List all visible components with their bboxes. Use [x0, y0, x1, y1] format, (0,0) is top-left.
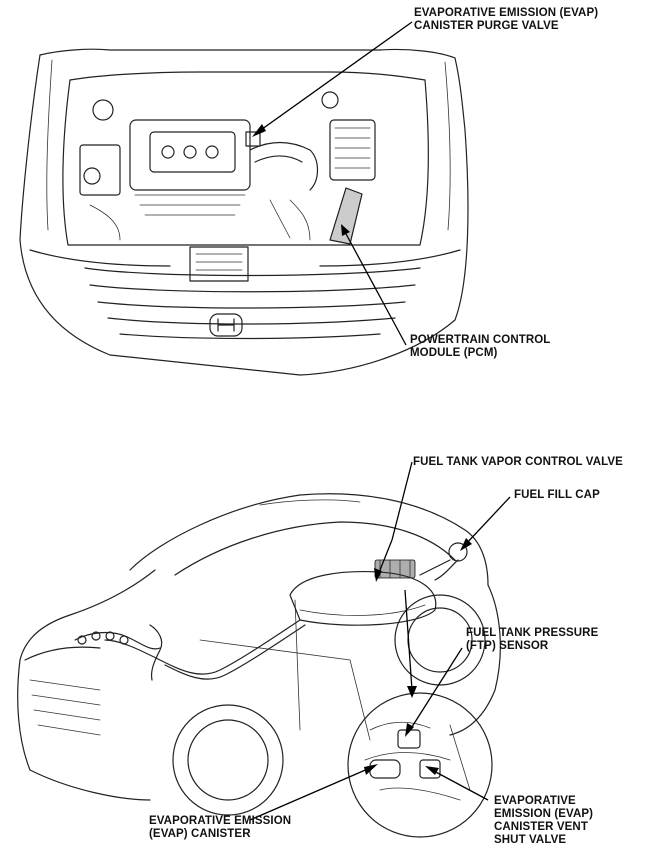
ftp-sensor-label: FUEL TANK PRESSURE (FTP) SENSOR: [466, 627, 598, 653]
engine-bay-illustration: [19, 48, 469, 376]
fuel-fill-cap-label-line1: FUEL FILL CAP: [514, 489, 600, 501]
ftp-sensor-label-line2: (FTP) SENSOR: [466, 640, 549, 652]
vent-shut-valve-label-line1: EVAPORATIVE: [494, 795, 576, 807]
vapor-control-valve-label-line1: FUEL TANK VAPOR CONTROL VALVE: [413, 456, 623, 468]
evap-purge-valve-label-line2: CANISTER PURGE VALVE: [414, 20, 559, 32]
vent-shut-valve-label-line3: CANISTER VENT: [494, 821, 588, 833]
evap-canister-label: EVAPORATIVE EMISSION (EVAP) CANISTER: [149, 815, 291, 841]
evap-canister-label-line1: EVAPORATIVE EMISSION: [149, 815, 292, 827]
vent-shut-valve-label-line4: SHUT VALVE: [494, 834, 567, 846]
pcm-label: POWERTRAIN CONTROL MODULE (PCM): [410, 334, 550, 360]
fuel-fill-cap-label: FUEL FILL CAP: [514, 489, 600, 502]
vent-shut-valve-label: EVAPORATIVE EMISSION (EVAP) CANISTER VEN…: [494, 795, 593, 847]
pcm-label-line2: MODULE (PCM): [410, 347, 498, 359]
evap-canister-label-line2: (EVAP) CANISTER: [149, 828, 251, 840]
vent-shut-valve-label-line2: EMISSION (EVAP): [494, 808, 594, 820]
evap-purge-valve-label: EVAPORATIVE EMISSION (EVAP) CANISTER PUR…: [414, 7, 598, 33]
ftp-sensor-label-line1: FUEL TANK PRESSURE: [466, 627, 599, 639]
pcm-label-line1: POWERTRAIN CONTROL: [410, 334, 551, 346]
vehicle-illustration: [17, 493, 501, 838]
evap-purge-valve-label-line1: EVAPORATIVE EMISSION (EVAP): [414, 7, 599, 19]
vapor-control-valve-label: FUEL TANK VAPOR CONTROL VALVE: [413, 456, 623, 469]
leader-lines: [249, 21, 511, 821]
